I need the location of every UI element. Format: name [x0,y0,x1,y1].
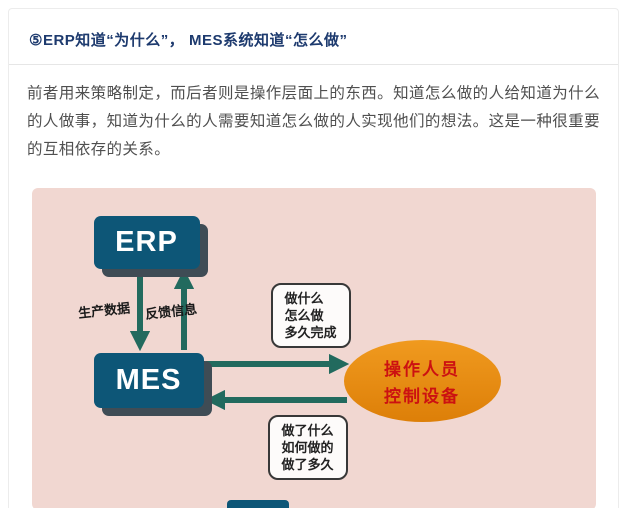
flow-arrows [129,268,349,411]
erp-box: ERP [93,216,200,269]
operator-ellipse: 操作人员 控制设备 [343,340,501,422]
result-bubble-line: 做了什么 [281,423,334,438]
result-bubble: 做了什么 如何做的 做了多久 [267,415,348,480]
task-bubble-line: 多久完成 [284,325,337,340]
operator-ellipse-line: 操作人员 [384,360,460,379]
mes-label: MES [115,364,182,396]
result-bubble-line: 如何做的 [281,440,334,455]
task-bubble: 做什么 怎么做 多久完成 [270,283,351,348]
erp-label: ERP [115,226,178,258]
operator-ellipse-line: 控制设备 [384,387,460,406]
result-bubble-line: 做了多久 [281,457,334,472]
cropped-box-bottom [226,500,289,508]
body-paragraph: 前者用来策略制定，而后者则是操作层面上的东西。知道怎么做的人给知道为什么的人做事… [27,85,600,158]
task-bubble-line: 怎么做 [284,308,324,323]
divider [9,64,618,65]
section-heading: ⑤ERP知道“为什么”， MES系统知道“怎么做” [29,32,348,49]
task-bubble-line: 做什么 [284,291,324,306]
content-frame: ⑤ERP知道“为什么”， MES系统知道“怎么做” 前者用来策略制定，而后者则是… [8,8,619,508]
mes-box: MES [93,353,204,408]
erp-mes-diagram: ERP MES 生产数据 反馈信息 做什么 怎么做 多久完成 做了什么 如何做的… [31,188,596,508]
